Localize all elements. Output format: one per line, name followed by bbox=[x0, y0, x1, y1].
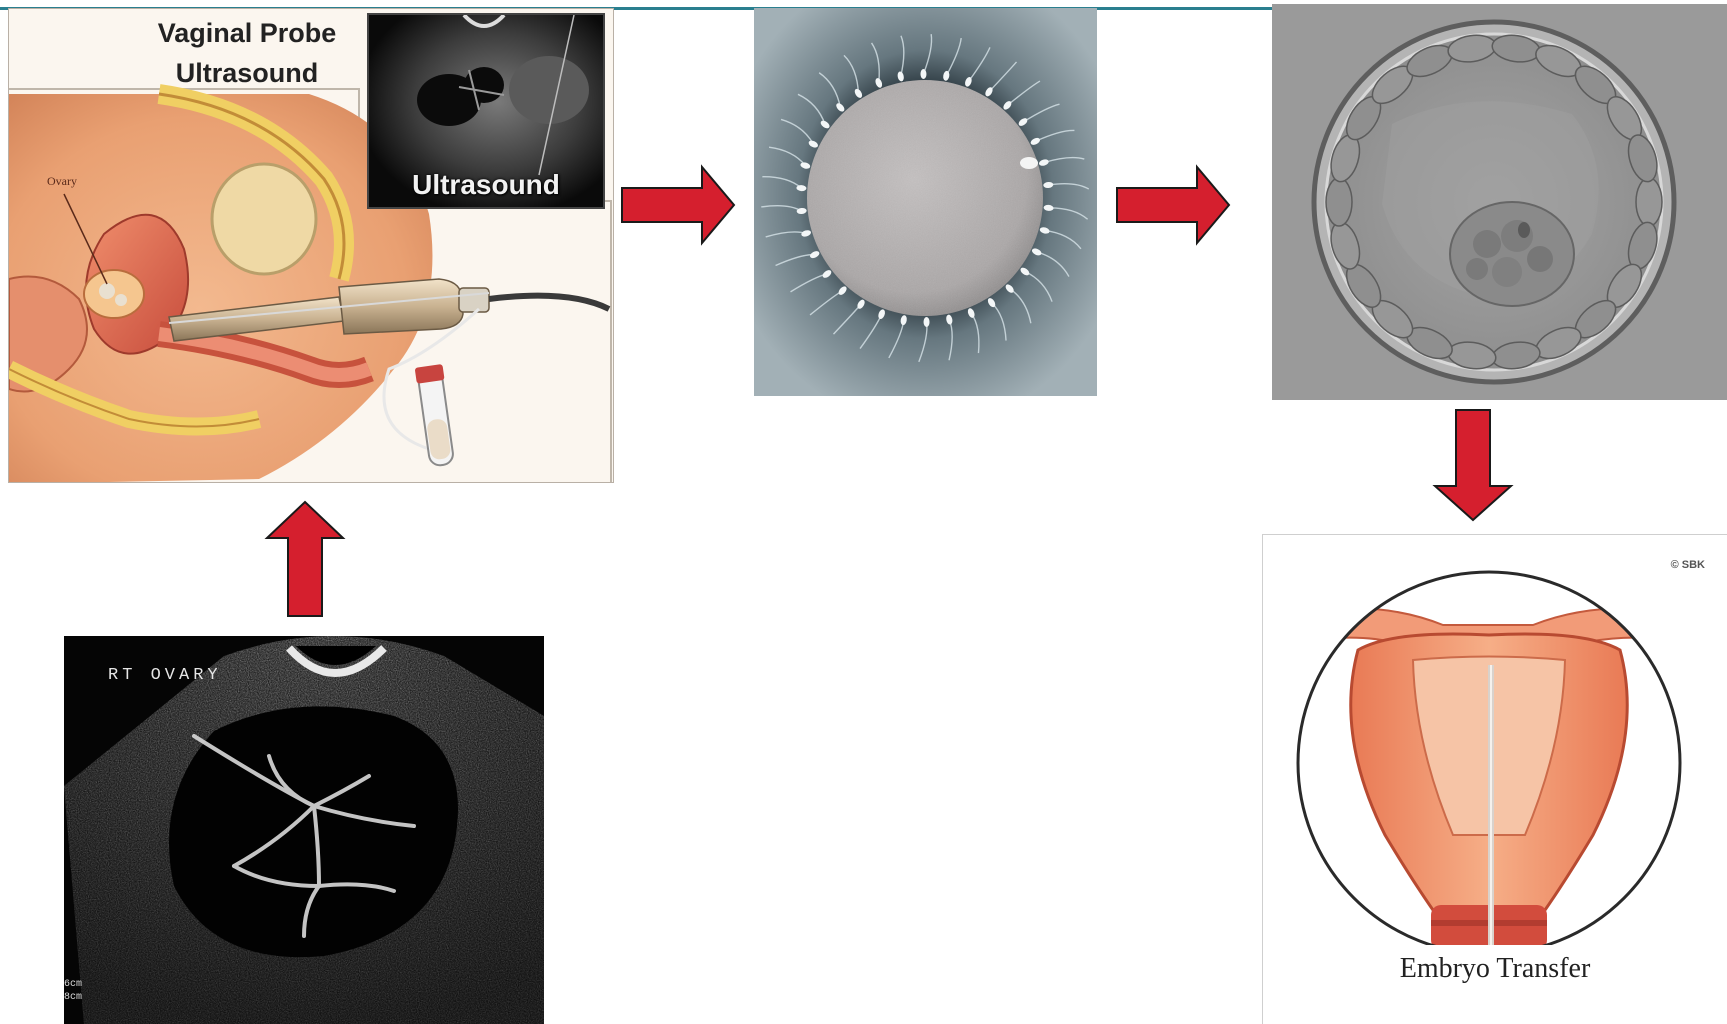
ovary-side-label: RT OVARY bbox=[108, 666, 222, 685]
ovary-pointer-label: Ovary bbox=[47, 174, 77, 189]
probe-illustration-title: Vaginal Probe Ultrasound bbox=[127, 13, 367, 93]
blastocyst-image bbox=[1272, 4, 1727, 400]
embryo-transfer-caption: Embryo Transfer bbox=[1263, 953, 1727, 985]
fertilization-egg-image bbox=[754, 8, 1097, 396]
ovary-ultrasound-image: RT OVARY 6cm 8cm bbox=[64, 636, 544, 1024]
arrow-right-to-blastocyst bbox=[1115, 164, 1231, 246]
embryo-transfer-illustration: © SBK Embryo Transfer bbox=[1262, 534, 1727, 1024]
ultrasound-inset: Ultrasound bbox=[367, 13, 605, 209]
arrow-down-to-transfer bbox=[1432, 408, 1514, 522]
vaginal-probe-illustration: Vaginal Probe Ultrasound Ovary Ultrasoun… bbox=[8, 8, 614, 483]
inset-ultrasound-label: Ultrasound bbox=[369, 169, 603, 201]
arrow-up-to-retrieval bbox=[264, 500, 346, 618]
arrow-right-to-fertilization bbox=[620, 164, 736, 246]
depth-scale-label: 6cm 8cm bbox=[64, 978, 104, 1004]
